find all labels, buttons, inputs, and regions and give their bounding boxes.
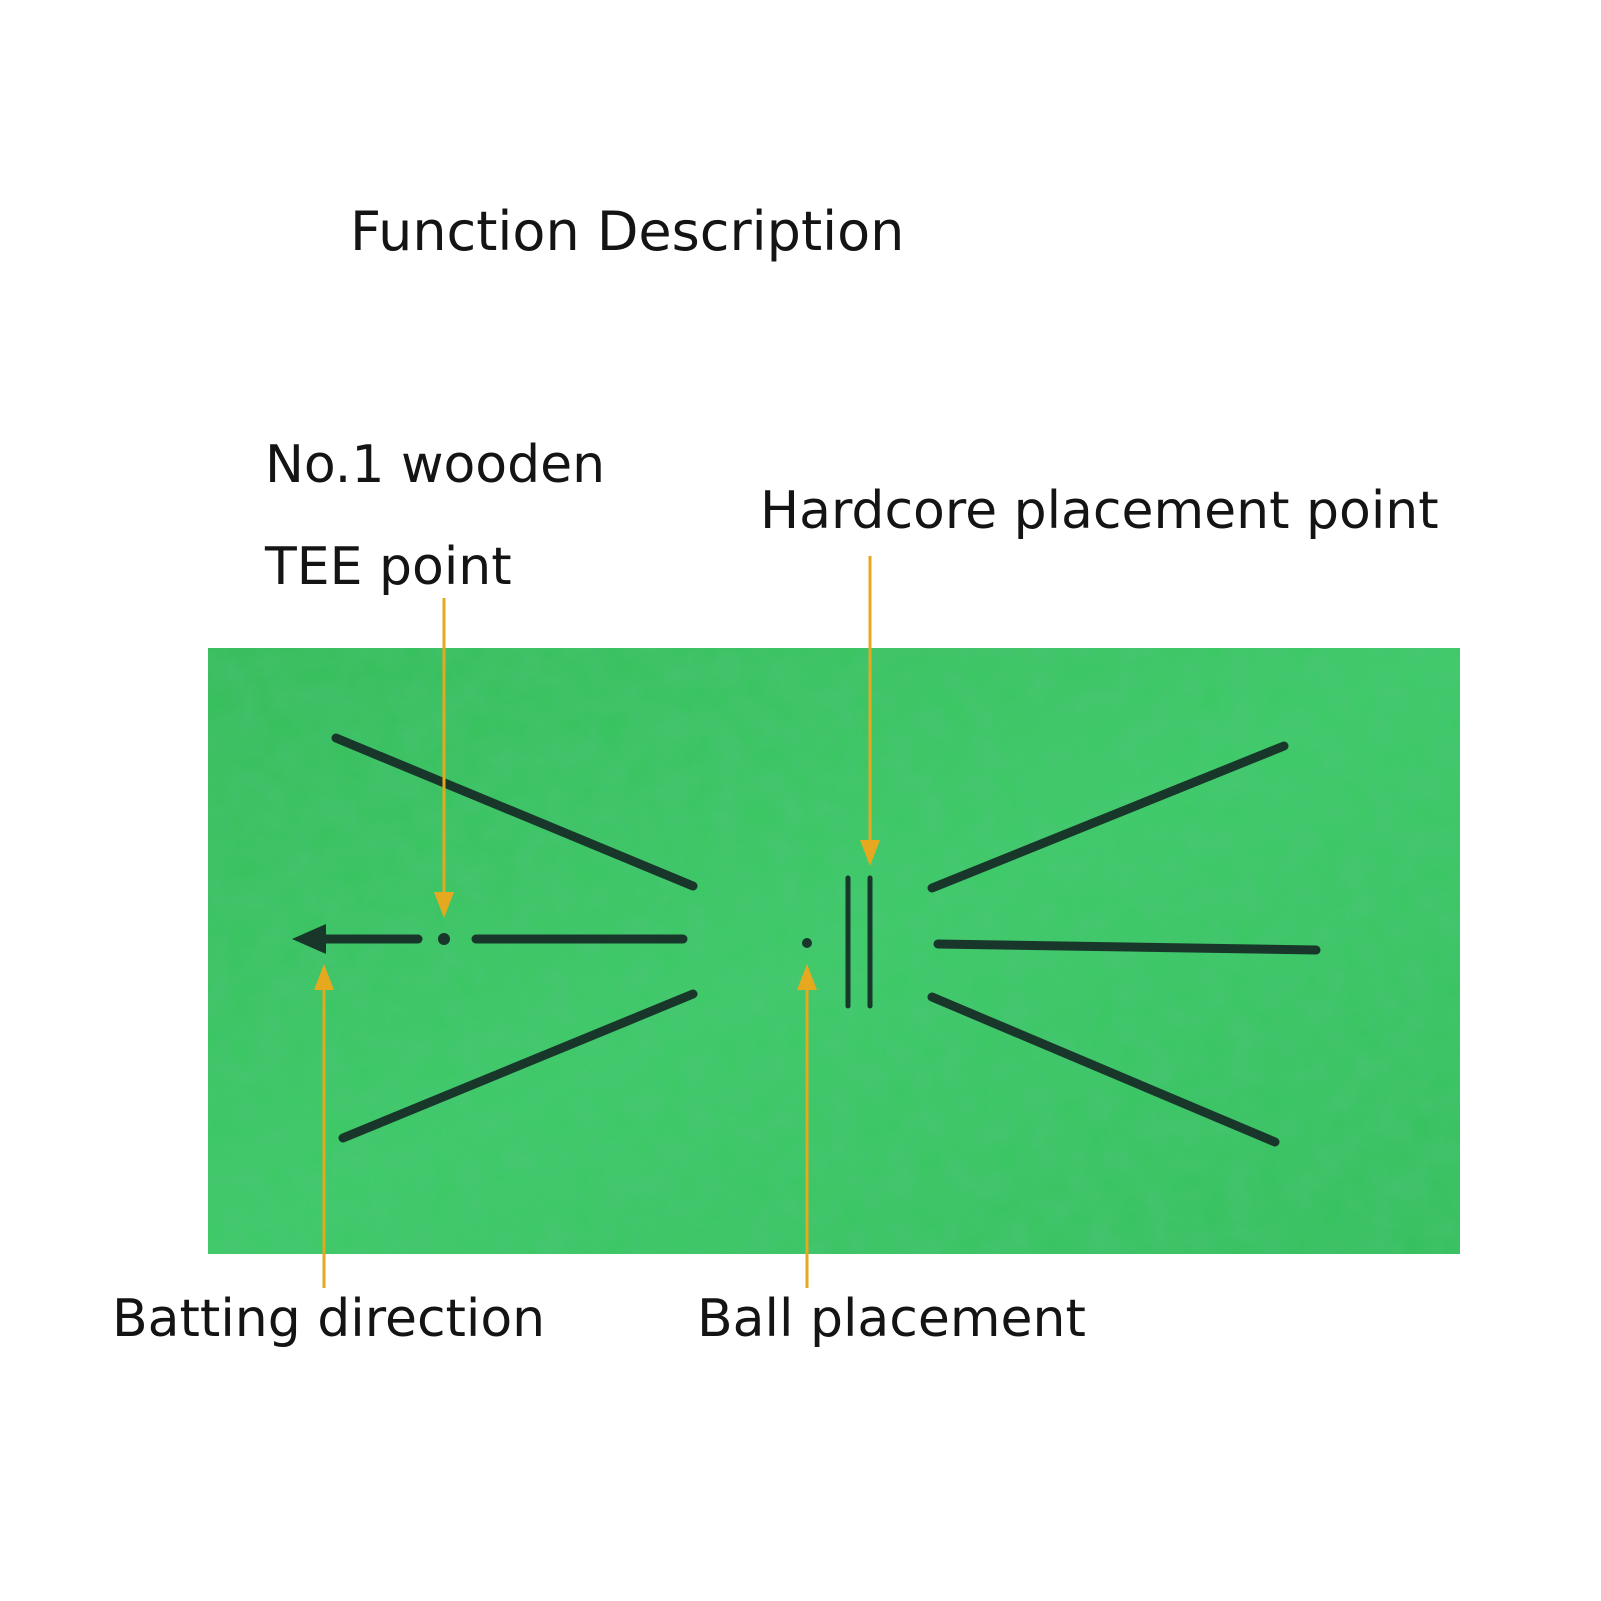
callout-arrows [314,556,880,1288]
tee-callout-arrow-icon [434,892,454,918]
left-upper-diagonal [331,733,698,891]
tee-label-line2: TEE point [264,537,512,597]
batting-direction-label: Batting direction [112,1289,545,1349]
ball-placement-label: Ball placement [697,1289,1086,1349]
batting-callout-arrow-icon [314,964,334,990]
left-lower-diagonal [338,989,698,1143]
right-upper-diagonal [927,741,1289,893]
batting-direction-arrow-icon [292,924,326,954]
page-title: Function Description [350,200,904,263]
tee-point-dot [438,933,450,945]
hardcore-placement-label: Hardcore placement point [760,481,1439,541]
ball-placement-dot [802,938,812,948]
guide-lines [313,733,1321,1147]
right-center-line [933,939,1321,955]
hardcore-callout-arrow-icon [860,840,880,866]
right-lower-diagonal [927,992,1280,1147]
ball-callout-arrow-icon [797,964,817,990]
tee-label-line1: No.1 wooden [265,435,605,495]
